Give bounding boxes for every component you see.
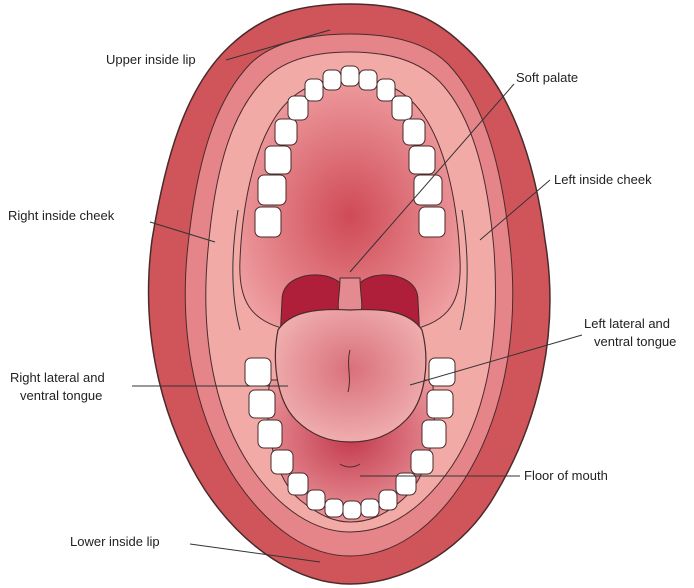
- lower-tooth: [429, 358, 455, 386]
- lower-tooth: [307, 490, 325, 510]
- lower-tooth: [288, 473, 308, 495]
- label-right-lateral-tongue-line1: Right lateral and: [10, 370, 105, 385]
- upper-tooth: [419, 207, 445, 237]
- upper-tooth: [275, 119, 297, 145]
- label-soft-palate: Soft palate: [516, 70, 578, 85]
- tongue: [275, 310, 425, 442]
- upper-tooth: [341, 66, 359, 86]
- lower-tooth: [245, 358, 271, 386]
- lower-tooth: [379, 490, 397, 510]
- upper-tooth: [323, 70, 341, 90]
- lower-tooth: [249, 390, 275, 418]
- lower-tooth: [411, 450, 433, 474]
- upper-tooth: [305, 79, 323, 101]
- lower-tooth: [427, 390, 453, 418]
- upper-tooth: [377, 79, 395, 101]
- label-lower-inside-lip: Lower inside lip: [70, 534, 160, 549]
- label-left-lateral-tongue-line2: ventral tongue: [594, 334, 676, 349]
- lower-tooth: [343, 501, 361, 519]
- lower-tooth: [325, 499, 343, 517]
- upper-tooth: [359, 70, 377, 90]
- label-left-lateral-tongue-line1: Left lateral and: [584, 316, 670, 331]
- upper-tooth: [392, 96, 412, 120]
- upper-tooth: [414, 175, 442, 205]
- upper-tooth: [265, 146, 291, 174]
- label-left-lateral-tongue: Left lateral and ventral tongue: [584, 316, 676, 349]
- lower-tooth: [422, 420, 446, 448]
- upper-tooth: [255, 207, 281, 237]
- label-right-lateral-tongue-line2: ventral tongue: [20, 388, 102, 403]
- label-upper-inside-lip: Upper inside lip: [106, 52, 196, 67]
- upper-tooth: [288, 96, 308, 120]
- label-left-inside-cheek: Left inside cheek: [554, 172, 652, 187]
- label-right-inside-cheek: Right inside cheek: [8, 208, 115, 223]
- upper-tooth: [409, 146, 435, 174]
- upper-tooth: [258, 175, 286, 205]
- lower-tooth: [361, 499, 379, 517]
- label-right-lateral-tongue: Right lateral and ventral tongue: [10, 370, 108, 403]
- lower-tooth: [271, 450, 293, 474]
- label-floor-of-mouth: Floor of mouth: [524, 468, 608, 483]
- lower-tooth: [258, 420, 282, 448]
- upper-tooth: [403, 119, 425, 145]
